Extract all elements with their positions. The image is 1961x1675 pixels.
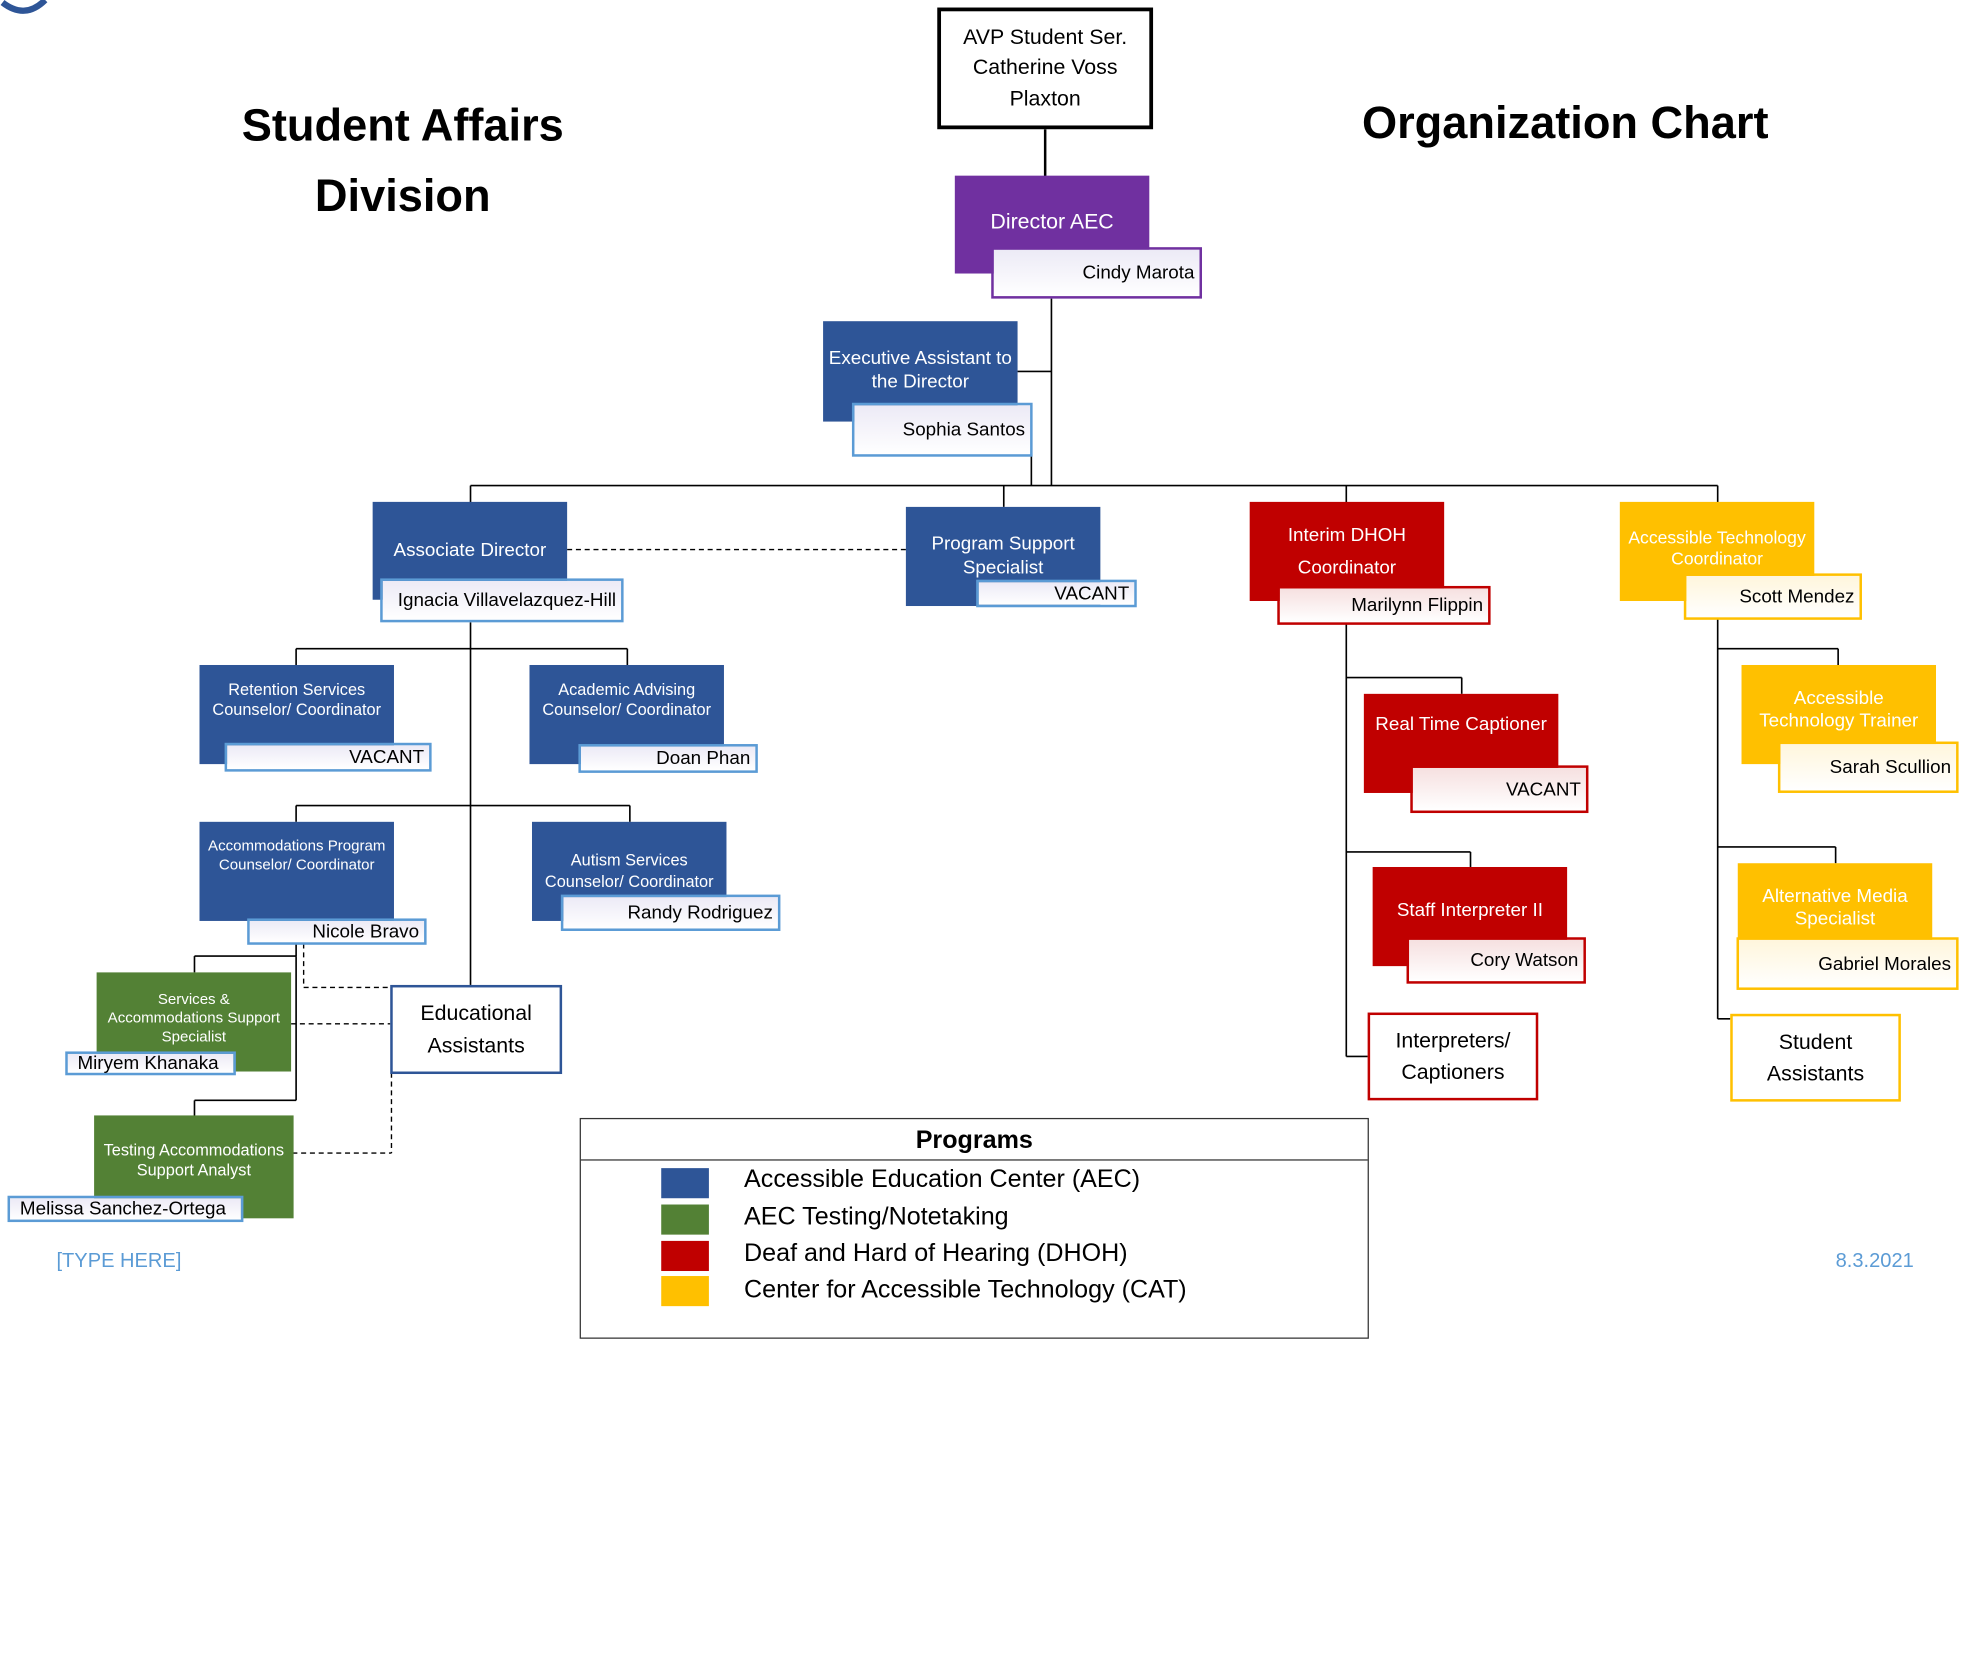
- cat-coordinator-name: Scott Mendez: [1683, 573, 1862, 620]
- interpreter-name: Cory Watson: [1406, 937, 1586, 984]
- avp-line2: Catherine Voss: [972, 55, 1118, 80]
- footer-date: 8.3.2021: [1835, 1250, 1914, 1273]
- legend-swatch-cat: [661, 1276, 709, 1307]
- advising-name: Doan Phan: [578, 744, 758, 773]
- legend-label-testing: AEC Testing/Notetaking: [744, 1203, 1009, 1231]
- captioner-name: VACANT: [1410, 765, 1589, 814]
- legend-swatch-testing: [661, 1204, 709, 1235]
- avp-box[interactable]: AVP Student Ser. Catherine Voss Plaxton: [937, 7, 1154, 130]
- program-support-name: VACANT: [976, 579, 1137, 608]
- page-title-left: Student Affairs Division: [188, 90, 617, 231]
- tech-trainer-name: Sarah Scullion: [1777, 741, 1959, 793]
- student-assistants-box[interactable]: Student Assistants: [1730, 1013, 1901, 1102]
- student-assistants-line1: Student: [1778, 1029, 1853, 1054]
- avp-line1: AVP Student Ser.: [963, 24, 1128, 49]
- testing-name: Melissa Sanchez-Ortega: [7, 1195, 244, 1223]
- avp-line3: Plaxton: [1009, 86, 1081, 111]
- student-assistants-line2: Assistants: [1766, 1061, 1865, 1086]
- connector-lines: [193, 129, 1839, 1154]
- interpreters-captioners-box[interactable]: Interpreters/ Captioners: [1367, 1012, 1539, 1101]
- programs-legend: Programs Accessible Education Center (AE…: [579, 1117, 1369, 1339]
- title-left-line2: Division: [314, 169, 491, 221]
- director-name: Cindy Marota: [991, 247, 1203, 299]
- autism-name: Randy Rodriguez: [560, 894, 781, 931]
- accommodations-name: Nicole Bravo: [247, 918, 427, 945]
- legend-title: Programs: [580, 1119, 1368, 1161]
- educational-assistants-box[interactable]: Educational Assistants: [390, 984, 563, 1075]
- legend-swatch-dhoh: [661, 1240, 709, 1272]
- educational-assistants-line1: Educational: [420, 1001, 532, 1026]
- retention-name: VACANT: [224, 742, 432, 772]
- services-support-name: Miryem Khanaka: [65, 1051, 236, 1076]
- educational-assistants-line2: Assistants: [427, 1033, 525, 1058]
- page-title-right: Organization Chart: [1361, 96, 1769, 149]
- logo-fragment: [0, 0, 48, 14]
- legend-label-dhoh: Deaf and Hard of Hearing (DHOH): [744, 1239, 1128, 1268]
- exec-assistant-name: Sophia Santos: [851, 402, 1033, 457]
- legend-swatch-aec: [661, 1168, 709, 1199]
- dhoh-coordinator-name: Marilynn Flippin: [1277, 585, 1491, 625]
- interpreters-captioners-line2: Captioners: [1401, 1060, 1505, 1085]
- footer-left: [TYPE HERE]: [56, 1250, 182, 1273]
- alt-media-name: Gabriel Morales: [1736, 937, 1959, 990]
- interpreters-captioners-line1: Interpreters/: [1395, 1028, 1511, 1053]
- title-left-line1: Student Affairs: [241, 99, 564, 151]
- legend-label-cat: Center for Accessible Technology (CAT): [744, 1276, 1187, 1304]
- accommodations-box[interactable]: Accommodations Program Counselor/ Coordi…: [199, 821, 394, 921]
- assoc-director-name: Ignacia Villavelazquez-Hill: [380, 578, 624, 623]
- dhoh-coordinator-box[interactable]: Interim DHOH Coordinator: [1249, 501, 1445, 602]
- legend-label-aec: Accessible Education Center (AEC): [744, 1165, 1141, 1194]
